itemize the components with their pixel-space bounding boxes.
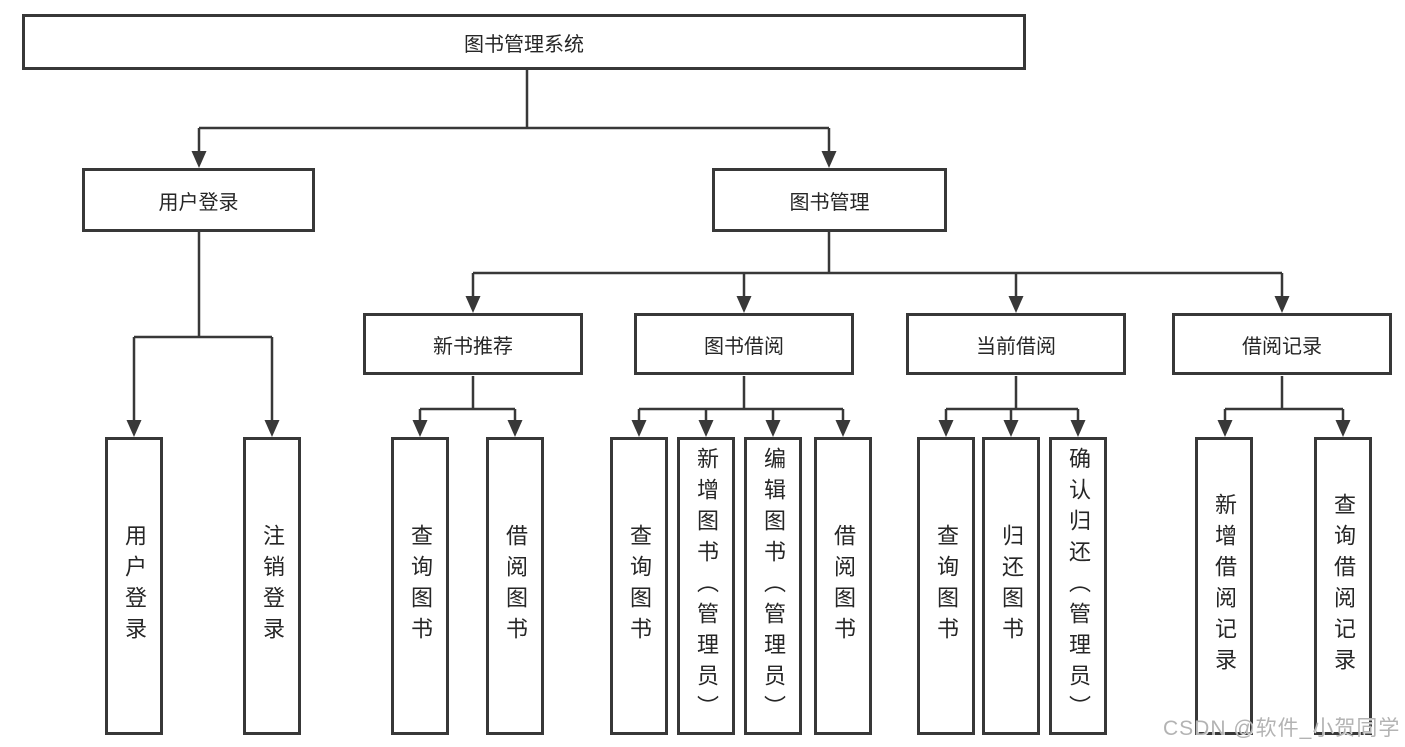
leaf-add-book-admin: 新增图书（管理员） [677, 437, 735, 735]
leaf-borrow-books-recommend: 借阅图书 [486, 437, 544, 735]
node-label: 查询图书 [408, 524, 433, 648]
leaf-query-books-recommend: 查询图书 [391, 437, 449, 735]
leaf-confirm-return-admin: 确认归还（管理员） [1049, 437, 1107, 735]
arrow-down-icon [126, 420, 142, 437]
node-label: 图书管理系统 [464, 33, 584, 56]
node-label: 新书推荐 [433, 335, 513, 358]
leaf-borrow-books: 借阅图书 [814, 437, 872, 735]
arrow-down-icon [507, 420, 523, 437]
node-root: 图书管理系统 [22, 14, 1026, 70]
node-label: 图书管理 [789, 191, 870, 214]
csdn-watermark: CSDN @软件_小贺同学 [1163, 717, 1401, 740]
node-label: 新增图书（管理员） [694, 446, 719, 726]
arrow-down-icon [1217, 420, 1233, 437]
node-label: 归还图书 [999, 524, 1024, 648]
node-label: 确认归还（管理员） [1066, 446, 1091, 726]
arrow-down-icon [631, 420, 647, 437]
leaf-query-books-current: 查询图书 [917, 437, 975, 735]
arrow-down-icon [821, 151, 837, 168]
arrow-down-icon [698, 420, 714, 437]
node-label: 借阅图书 [503, 524, 528, 648]
arrowheads [126, 151, 1351, 437]
node-label: 图书借阅 [704, 335, 784, 358]
node-borrowing-records: 借阅记录 [1172, 313, 1392, 375]
node-label: 编辑图书（管理员） [761, 446, 786, 726]
leaf-user-login: 用户登录 [105, 437, 163, 735]
arrow-down-icon [938, 420, 954, 437]
node-label: 借阅图书 [831, 524, 856, 648]
connector-path [132, 70, 1345, 421]
node-current-borrowing: 当前借阅 [906, 313, 1126, 375]
arrow-down-icon [736, 296, 752, 313]
leaf-edit-book-admin: 编辑图书（管理员） [744, 437, 802, 735]
arrow-down-icon [1008, 296, 1024, 313]
leaf-logout: 注销登录 [243, 437, 301, 735]
arrow-down-icon [191, 151, 207, 168]
node-label: 查询图书 [934, 524, 959, 648]
node-new-book-recommend: 新书推荐 [363, 313, 583, 375]
leaf-add-borrow-record: 新增借阅记录 [1195, 437, 1253, 735]
node-book-management: 图书管理 [712, 168, 947, 232]
arrow-down-icon [1274, 296, 1290, 313]
node-label: 借阅记录 [1242, 335, 1322, 358]
node-label: 新增借阅记录 [1212, 493, 1237, 679]
node-book-borrowing: 图书借阅 [634, 313, 854, 375]
arrow-down-icon [264, 420, 280, 437]
node-user-login: 用户登录 [82, 168, 315, 232]
leaf-return-book: 归还图书 [982, 437, 1040, 735]
node-label: 用户登录 [158, 191, 239, 214]
arrow-down-icon [1335, 420, 1351, 437]
node-label: 查询图书 [627, 524, 652, 648]
node-label: 注销登录 [260, 524, 285, 648]
node-label: 查询借阅记录 [1331, 493, 1356, 679]
node-label: 用户登录 [122, 524, 147, 648]
arrow-down-icon [1070, 420, 1086, 437]
leaf-query-borrow-record: 查询借阅记录 [1314, 437, 1372, 735]
arrow-down-icon [412, 420, 428, 437]
arrow-down-icon [465, 296, 481, 313]
arrow-down-icon [835, 420, 851, 437]
arrow-down-icon [765, 420, 781, 437]
arrow-down-icon [1003, 420, 1019, 437]
leaf-query-books-borrowing: 查询图书 [610, 437, 668, 735]
node-label: 当前借阅 [976, 335, 1056, 358]
